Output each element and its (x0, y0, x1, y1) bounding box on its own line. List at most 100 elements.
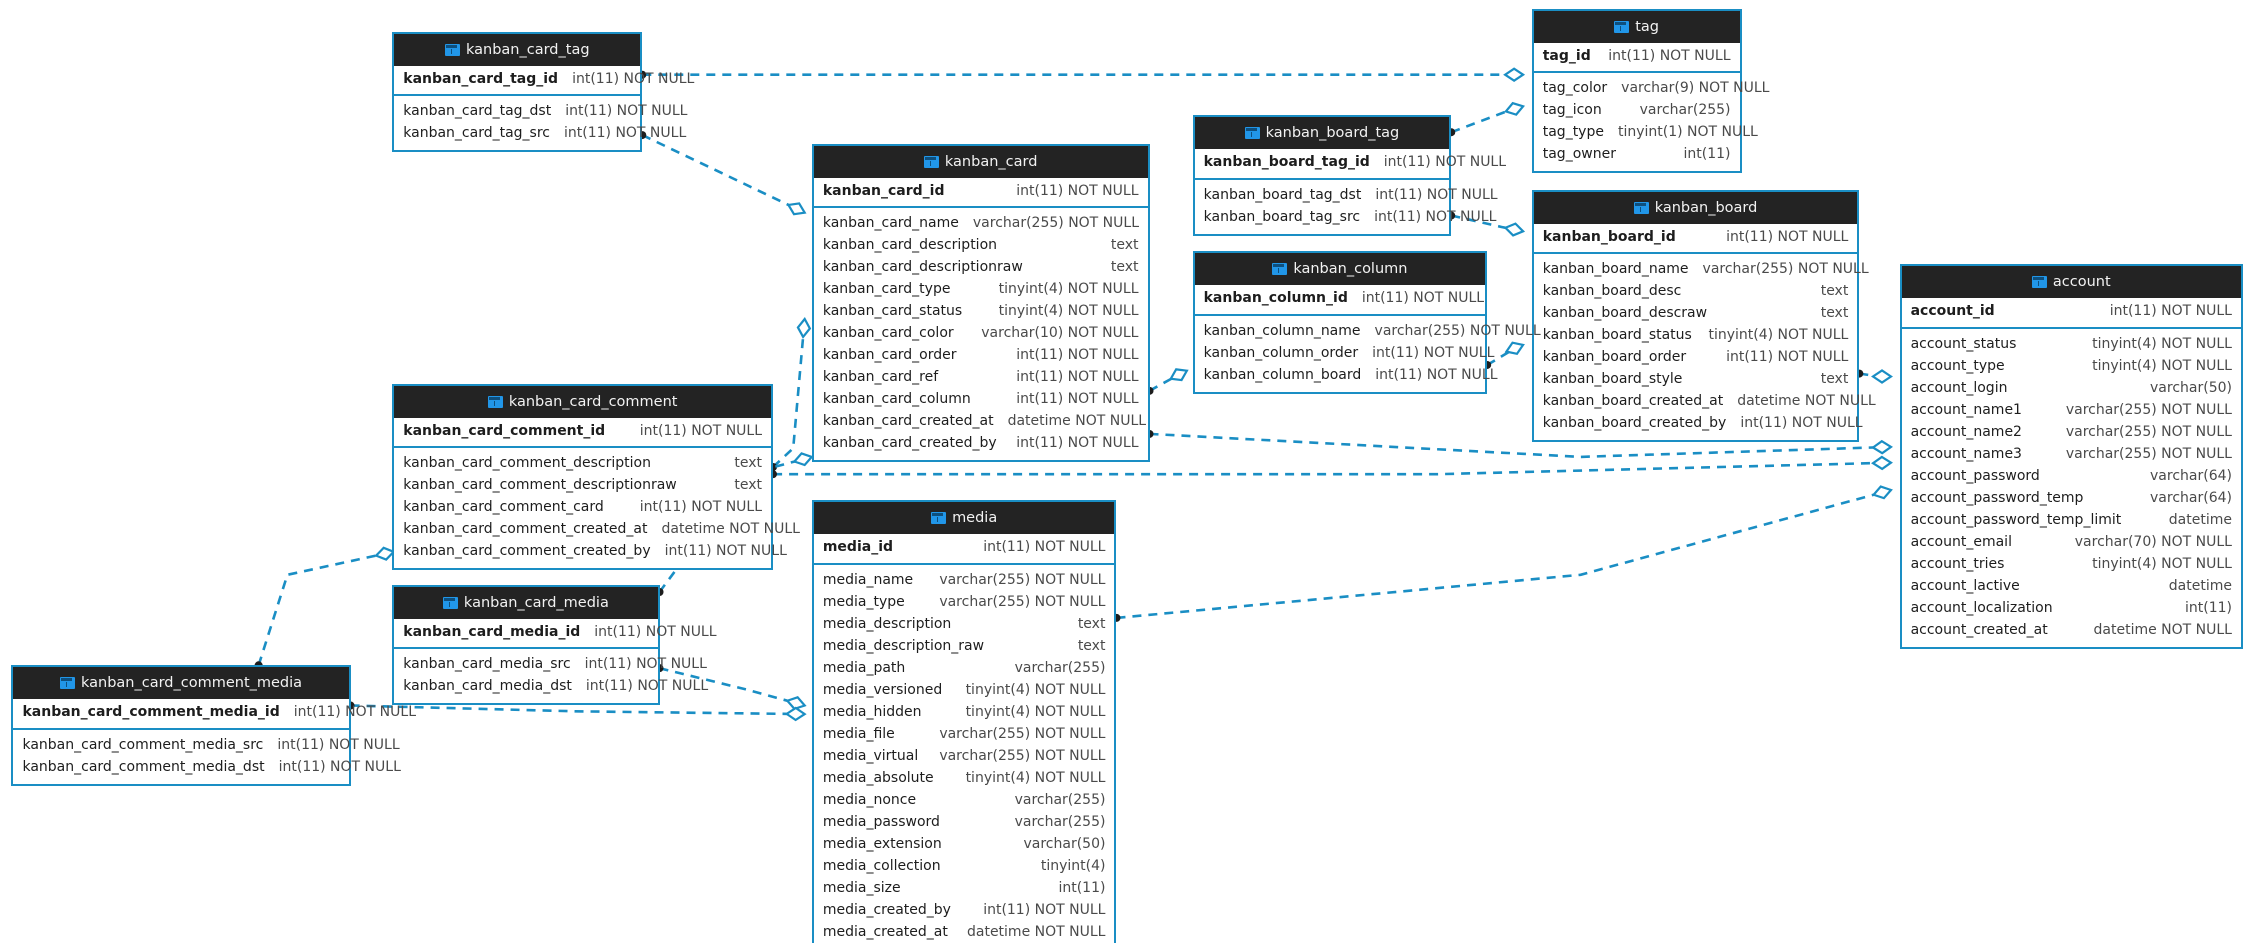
column-name: media_extension (822, 835, 942, 852)
column-name: media_versioned (822, 681, 943, 698)
column-row[interactable]: media_extension varchar(50) (823, 833, 1106, 855)
column-type: varchar(50) (1023, 835, 1106, 852)
column-name: kanban_card_order (822, 347, 957, 364)
column-type: int(11) NOT NULL (1016, 391, 1139, 408)
column-type: varchar(255) NOT NULL (2065, 445, 2232, 462)
column-type: datetime NOT NULL (1007, 413, 1147, 430)
